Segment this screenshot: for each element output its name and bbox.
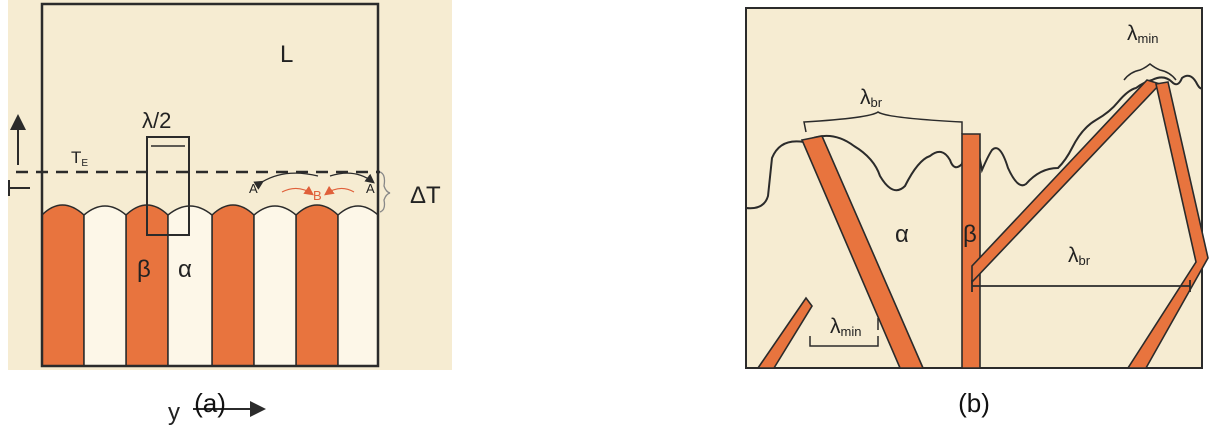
panel-a: L λ/2 TE A B A ΔT β α y xyxy=(8,0,452,426)
diffusion-label-b: B xyxy=(313,188,322,203)
beta-lamella-4 xyxy=(296,205,338,366)
panel-a-caption: (a) xyxy=(194,388,226,418)
alpha-lamella-1 xyxy=(84,206,126,366)
beta-lamella-vertical xyxy=(962,134,980,368)
diffusion-label-a-left: A xyxy=(249,181,258,196)
lateral-axis-label: y xyxy=(168,399,180,426)
half-spacing-label: λ/2 xyxy=(142,108,171,133)
beta-lamella-1 xyxy=(42,205,84,366)
diffusion-label-a-right: A xyxy=(366,181,375,196)
alpha-phase-label-b: α xyxy=(895,221,909,248)
alpha-phase-label: α xyxy=(178,256,192,283)
panel-b: λbr λmin α β λbr λmin xyxy=(746,8,1208,368)
alpha-lamella-3 xyxy=(254,206,296,366)
beta-phase-label: β xyxy=(137,256,151,283)
undercooling-label: ΔT xyxy=(410,182,441,209)
alpha-lamella-4 xyxy=(338,206,378,366)
beta-lamella-3 xyxy=(212,205,254,366)
beta-phase-label-b: β xyxy=(963,221,977,248)
panel-b-caption: (b) xyxy=(958,388,990,418)
liquid-label: L xyxy=(280,41,293,68)
